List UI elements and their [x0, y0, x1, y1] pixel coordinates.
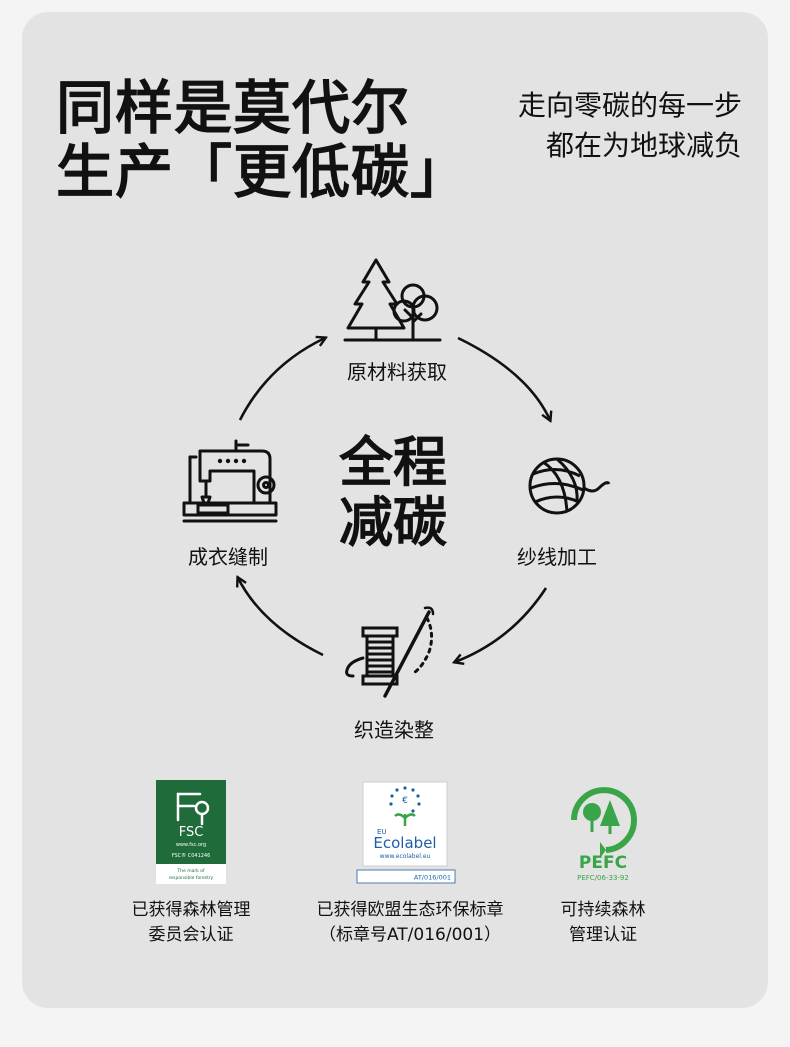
headline: 同样是莫代尔 生产「更低碳」	[56, 76, 469, 204]
arrow-top-left	[238, 338, 325, 421]
thread-spool-needle-icon	[345, 606, 435, 698]
ecolabel-logo-registration: AT/016/001	[414, 874, 451, 882]
svg-text:€: €	[402, 796, 408, 806]
yarn-ball-icon	[528, 457, 611, 515]
tagline-line-1: 走向零碳的每一步	[517, 89, 742, 122]
fsc-logo-mark-line-1: The mark of	[176, 868, 205, 874]
tagline-line-2: 都在为地球减负	[545, 129, 742, 162]
ecolabel-logo-url: www.ecolabel.eu	[380, 853, 431, 860]
headline-line-2: 生产「更低碳」	[56, 138, 470, 206]
pefc-cert-label-line-2: 管理认证	[569, 925, 637, 945]
sewing-machine-icon	[182, 439, 278, 523]
fsc-cert-label-line-2: 委员会认证	[148, 925, 234, 945]
fsc-cert-label-line-1: 已获得森林管理	[131, 900, 251, 920]
fsc-cert-label: 已获得森林管理 委员会认证	[132, 898, 251, 948]
ecolabel-logo-eu: EU	[377, 828, 387, 836]
pefc-logo-code: PEFC/06-33-92	[577, 874, 629, 882]
pefc-cert-label: 可持续森林 管理认证	[561, 898, 646, 948]
eu-ecolabel-logo: € EU Ecolabel www.ecolabel.eu AT/016/001	[356, 781, 456, 884]
step-label-yarn-processing: 纱线加工	[517, 545, 597, 569]
fsc-logo: FSC www.fsc.org FSC® C041246 The mark of…	[156, 780, 226, 884]
pefc-logo: PEFC PEFC/06-33-92	[571, 787, 637, 882]
ecolabel-cert-label: 已获得欧盟生态环保标章 （标章号AT/016/001）	[317, 898, 504, 948]
headline-line-1: 同样是莫代尔	[56, 74, 411, 142]
ecolabel-cert-label-line-2: （标章号AT/016/001）	[318, 925, 502, 945]
step-label-raw-material: 原材料获取	[347, 360, 447, 384]
cycle-center-title: 全程 减碳	[339, 433, 447, 553]
ecolabel-cert-label-line-1: 已获得欧盟生态环保标章	[316, 900, 504, 920]
arrow-bottom-right	[455, 587, 548, 662]
step-label-garment-sewing: 成衣缝制	[188, 545, 268, 569]
pefc-logo-title: PEFC	[579, 853, 627, 873]
fsc-logo-url: www.fsc.org	[176, 842, 206, 848]
pefc-cert-label-line-1: 可持续森林	[560, 900, 646, 920]
step-label-weaving-dyeing: 织造染整	[354, 718, 434, 742]
tagline: 走向零碳的每一步 都在为地球减负	[518, 86, 742, 166]
center-line-1: 全程	[339, 431, 447, 494]
fsc-logo-title: FSC	[179, 825, 204, 840]
fsc-logo-mark-line-2: responsible forestry	[169, 875, 214, 881]
arrow-bottom-left	[238, 578, 324, 657]
arrow-top-right	[457, 336, 550, 420]
center-line-2: 减碳	[339, 491, 447, 554]
fsc-logo-code: FSC® C041246	[172, 852, 211, 859]
tree-icon	[343, 258, 442, 342]
ecolabel-logo-title: Ecolabel	[373, 834, 436, 852]
